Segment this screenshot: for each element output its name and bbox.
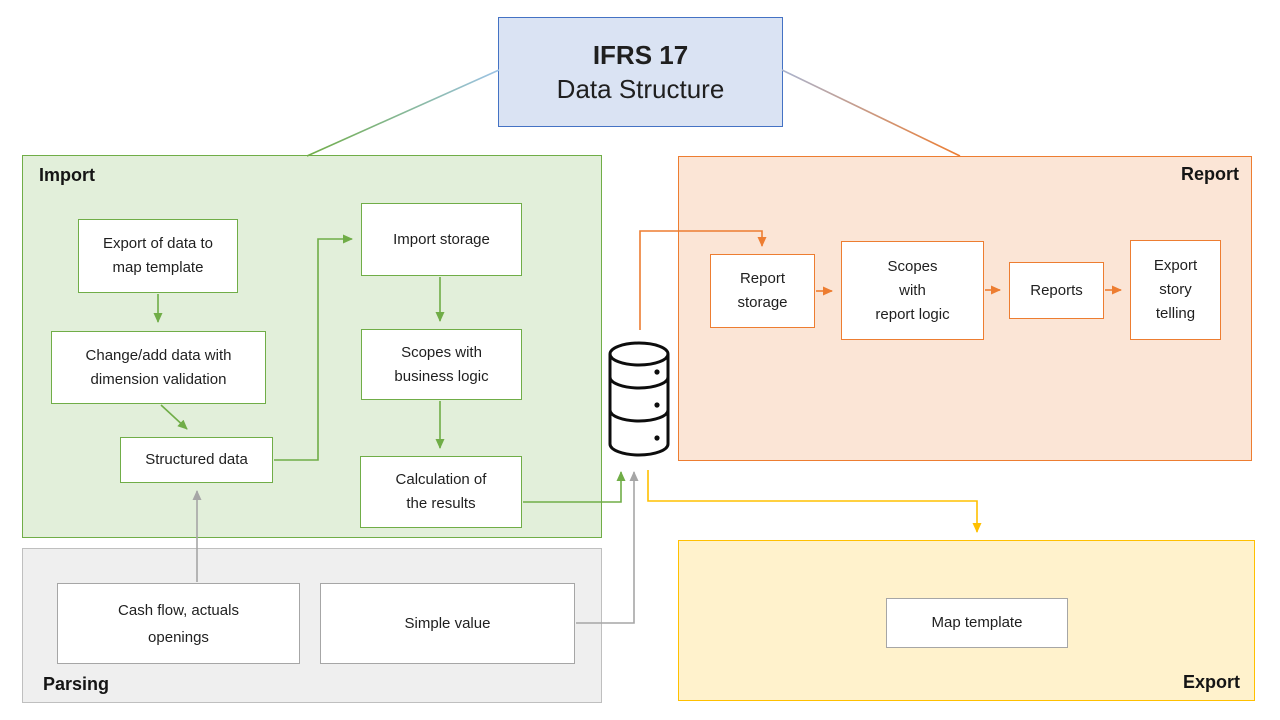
node-cash-flow-label: Cash flow, actuals openings: [118, 601, 239, 646]
database-icon: [608, 341, 670, 457]
parsing-region-label: Parsing: [43, 674, 110, 694]
connector-title-to-report: [781, 69, 961, 157]
node-simple-value: Simple value: [320, 583, 575, 664]
node-reports: Reports: [1009, 262, 1104, 319]
node-scopes-business-logic: Scopes with business logic: [361, 329, 522, 400]
node-change-add-data: Change/add data with dimension validatio…: [51, 331, 266, 404]
node-map-template: Map template: [886, 598, 1068, 648]
import-region-label: Import: [39, 165, 95, 185]
title-line2: Data Structure: [556, 74, 725, 104]
export-region-label: Export: [1182, 672, 1240, 692]
report-region-label: Report: [1181, 164, 1239, 184]
connector-title-to-import: [306, 69, 500, 157]
node-cash-flow: Cash flow, actuals openings: [57, 583, 300, 664]
node-reports-label: Reports: [1030, 281, 1083, 299]
node-scopes-report-logic-label: Scopes with report logic: [875, 257, 950, 323]
node-scopes-business-logic-label: Scopes with business logic: [394, 343, 489, 385]
node-structured-data-label: Structured data: [145, 451, 248, 468]
node-structured-data: Structured data: [120, 437, 273, 483]
node-import-storage: Import storage: [361, 203, 522, 276]
node-calculation-results: Calculation of the results: [360, 456, 522, 528]
connector-database-to-export: [647, 470, 982, 533]
title-box: IFRS 17 Data Structure: [498, 17, 783, 127]
node-change-add-data-label: Change/add data with dimension validatio…: [85, 346, 232, 388]
node-report-storage: Report storage: [710, 254, 815, 328]
node-report-storage-label: Report storage: [737, 270, 788, 311]
node-import-storage-label: Import storage: [393, 230, 490, 248]
node-export-of-data-label: Export of data to map template: [102, 235, 214, 276]
node-map-template-label: Map template: [931, 614, 1023, 631]
node-export-of-data: Export of data to map template: [78, 219, 238, 293]
node-simple-value-label: Simple value: [404, 614, 491, 632]
node-scopes-report-logic: Scopes with report logic: [841, 241, 984, 340]
node-calculation-results-label: Calculation of the results: [395, 471, 487, 512]
node-export-story-telling-label: Export story telling: [1153, 257, 1198, 322]
title-line1: IFRS 17: [592, 40, 689, 70]
node-export-story-telling: Export story telling: [1130, 240, 1221, 340]
